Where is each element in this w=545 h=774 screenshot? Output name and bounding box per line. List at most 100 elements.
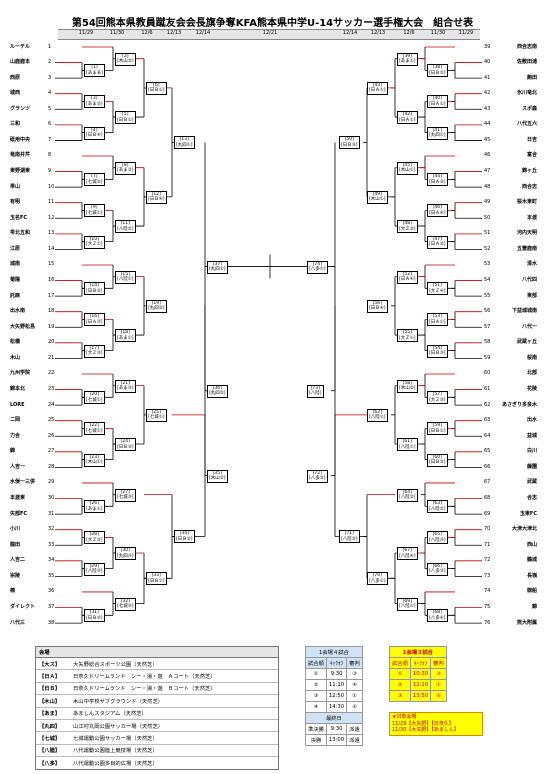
team-seed: 31 (48, 510, 55, 517)
match-number: [5] (122, 112, 129, 118)
team-name: 花陵 (526, 386, 537, 393)
match-venue: [日Ａ④] (429, 210, 446, 216)
venue-code: 【木山】 (39, 698, 61, 705)
team-seed: 73 (484, 572, 491, 579)
team-name: 八代一 (521, 323, 537, 330)
venue-row: 【七城】七城運動公園サッカー場（天然芝） (36, 732, 278, 745)
schedule-4-caption: 1会場４試合 (305, 646, 363, 658)
match-venue: [あまＢ] (86, 70, 104, 76)
match-number: [3] (91, 96, 98, 102)
round-date: 12/14 (342, 30, 358, 36)
venue-name: 山江村丸岡公園サッカー場（天然芝） (73, 723, 164, 730)
venue-row: 【木山】 木山中学校サブグラウンド（天然芝） (36, 695, 278, 708)
match-number: [15] (120, 271, 130, 277)
match-box: [26][あま①] (84, 500, 105, 514)
venue-name: あましんスタジアム（天然芝） (73, 711, 147, 718)
team-seed: 21 (48, 354, 55, 361)
team-name: 錦ヶ丘 (521, 168, 537, 175)
team-name: 城西 (10, 90, 21, 97)
team-name: 有明 (10, 199, 21, 206)
match-venue: [丸四①] (429, 133, 446, 139)
match-box: [40][日Ａ①] (427, 95, 448, 109)
round-date: 12/6 (141, 30, 153, 36)
match-box: [64][八陸②] (397, 488, 418, 502)
match-number: [55] (402, 330, 412, 336)
schedule-3-header: 試合順 (389, 657, 411, 669)
match-number: [25] (151, 409, 161, 415)
team-name: 日吉 (526, 136, 537, 143)
venue-name: 木山中学校サブグラウンド（天然芝） (73, 698, 164, 705)
match-box: [16][日Ａ③] (84, 313, 105, 327)
team-name: 氷川竜北 (516, 90, 537, 97)
match-box: [60][日Ｂ②] (427, 453, 448, 467)
team-seed: 40 (484, 59, 491, 66)
team-name: ダイレクト (10, 604, 36, 611)
team-seed: 61 (484, 386, 491, 393)
team-seed: 7 (48, 136, 52, 143)
match-number: [2] (122, 53, 129, 59)
match-box: [55][大Ｚ①] (397, 329, 418, 343)
venue-name: 日奈久ドリームランド シー・湯・遊 Ａコート（天然芝） (73, 674, 216, 681)
match-box: [56][日Ｂ④] (367, 299, 388, 313)
match-venue: [七城①] (148, 415, 165, 421)
match-venue: [八多②] (309, 476, 326, 482)
match-number: [56] (372, 300, 382, 306)
team-seed: 48 (484, 183, 491, 190)
round-date: 11/30 (109, 30, 125, 36)
match-box: [30][丸四③] (115, 547, 136, 561)
match-venue: [日Ｂ②] (86, 288, 103, 294)
team-name: 西原 (10, 74, 21, 81)
match-venue: [大Ｚ②] (399, 226, 416, 232)
team-name: 人吉一 (10, 463, 26, 470)
match-venue: [大Ｚ①] (86, 242, 103, 248)
team-seed: 18 (48, 308, 55, 315)
match-venue: [木山①] (86, 460, 103, 466)
match-number: [42] (402, 112, 412, 118)
team-name: ルーテル (10, 43, 31, 50)
team-seed: 52 (484, 245, 491, 252)
match-venue: [あま②] (86, 101, 103, 107)
team-seed: 5 (48, 105, 52, 112)
match-number: [70] (372, 573, 382, 579)
team-name: 熊大附属 (516, 619, 537, 626)
schedule-cell: 派遣 (346, 723, 363, 735)
match-box: [5][日Ｂ①] (115, 111, 136, 125)
match-venue: [日Ｂ③] (117, 444, 134, 450)
team-seed: 41 (484, 74, 491, 81)
team-seed: 54 (484, 277, 491, 284)
date-bar (58, 29, 480, 40)
match-venue: [八陸②] (429, 506, 446, 512)
team-seed: 62 (484, 401, 491, 408)
schedule-4-header: 試合順 (305, 657, 327, 669)
match-number: [40] (432, 96, 442, 102)
team-name: 玉名FC (10, 214, 28, 221)
match-number: [22] (89, 423, 99, 429)
team-seed: 4 (48, 90, 52, 97)
match-box: [1][あまＢ] (84, 64, 106, 78)
team-seed: 10 (48, 183, 55, 190)
team-name: グランツ (10, 105, 31, 112)
venue-row: 【丸四】山江村丸岡公園サッカー場（天然芝） (36, 720, 278, 733)
match-box: [49][木山①] (367, 190, 388, 204)
match-venue: [木山①] (369, 197, 386, 203)
team-seed: 39 (484, 43, 491, 50)
match-box: [15][八陸①] (115, 270, 136, 284)
match-box: [9][七城①] (84, 204, 105, 218)
match-venue: [日Ｂ①] (117, 117, 134, 123)
match-box: [69][八陸①] (397, 597, 418, 611)
team-seed: 38 (48, 619, 55, 626)
match-venue: [八陸②] (117, 226, 134, 232)
team-name: あさぎり多良木 (501, 401, 537, 408)
match-box: [20][七城①] (84, 391, 105, 405)
match-box: [31][日Ｂ②] (84, 609, 105, 623)
match-venue: [日Ａ①] (369, 88, 386, 94)
venue-name: 大矢野総合スポーツ公園（天然芝） (73, 661, 158, 668)
schedule-cell: 14:30 (325, 701, 348, 713)
match-box: [8][あま③] (115, 161, 136, 175)
schedule-cell: 9:30 (325, 668, 348, 680)
team-seed: 12 (48, 214, 55, 221)
team-name: 出水南 (10, 308, 26, 315)
match-venue: [大Ｚ①] (399, 335, 416, 341)
